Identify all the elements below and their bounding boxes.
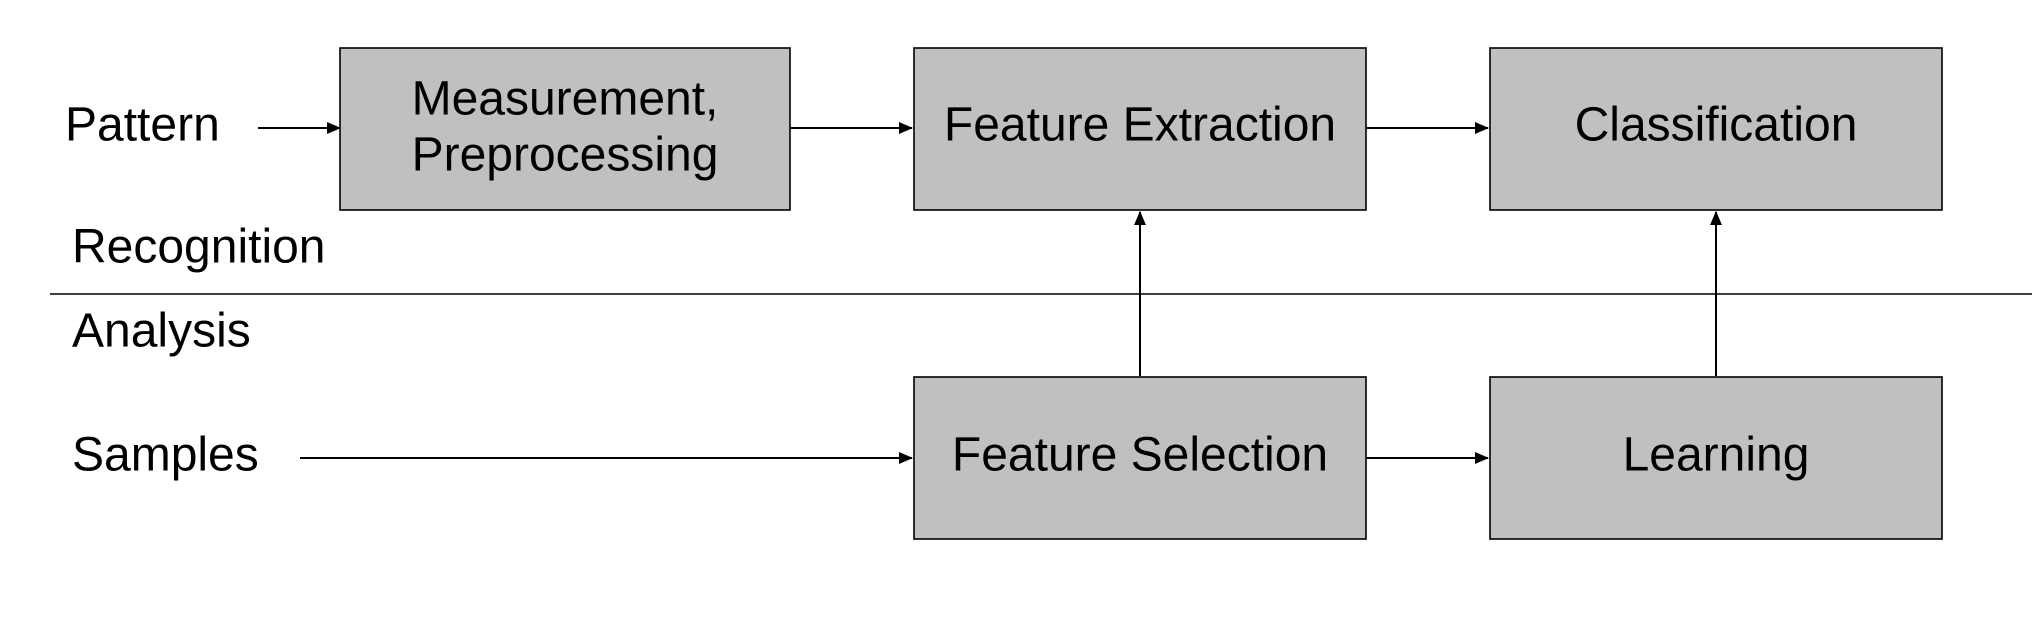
pattern-label: Pattern <box>65 99 220 152</box>
samples-label: Samples <box>72 429 259 482</box>
feature-extraction-label: Feature Extraction <box>944 99 1336 152</box>
measurement-line1: Measurement, <box>412 73 719 126</box>
feature-selection-box: Feature Selection <box>913 376 1367 540</box>
feature-extraction-box: Feature Extraction <box>913 47 1367 211</box>
feature-selection-label: Feature Selection <box>952 429 1328 482</box>
classification-box: Classification <box>1489 47 1943 211</box>
learning-box: Learning <box>1489 376 1943 540</box>
measurement-preprocessing-box: Measurement, Preprocessing <box>339 47 791 211</box>
learning-label: Learning <box>1623 429 1810 482</box>
classification-label: Classification <box>1575 99 1858 152</box>
analysis-label: Analysis <box>72 305 251 358</box>
measurement-line2: Preprocessing <box>412 129 719 182</box>
recognition-label: Recognition <box>72 221 326 274</box>
